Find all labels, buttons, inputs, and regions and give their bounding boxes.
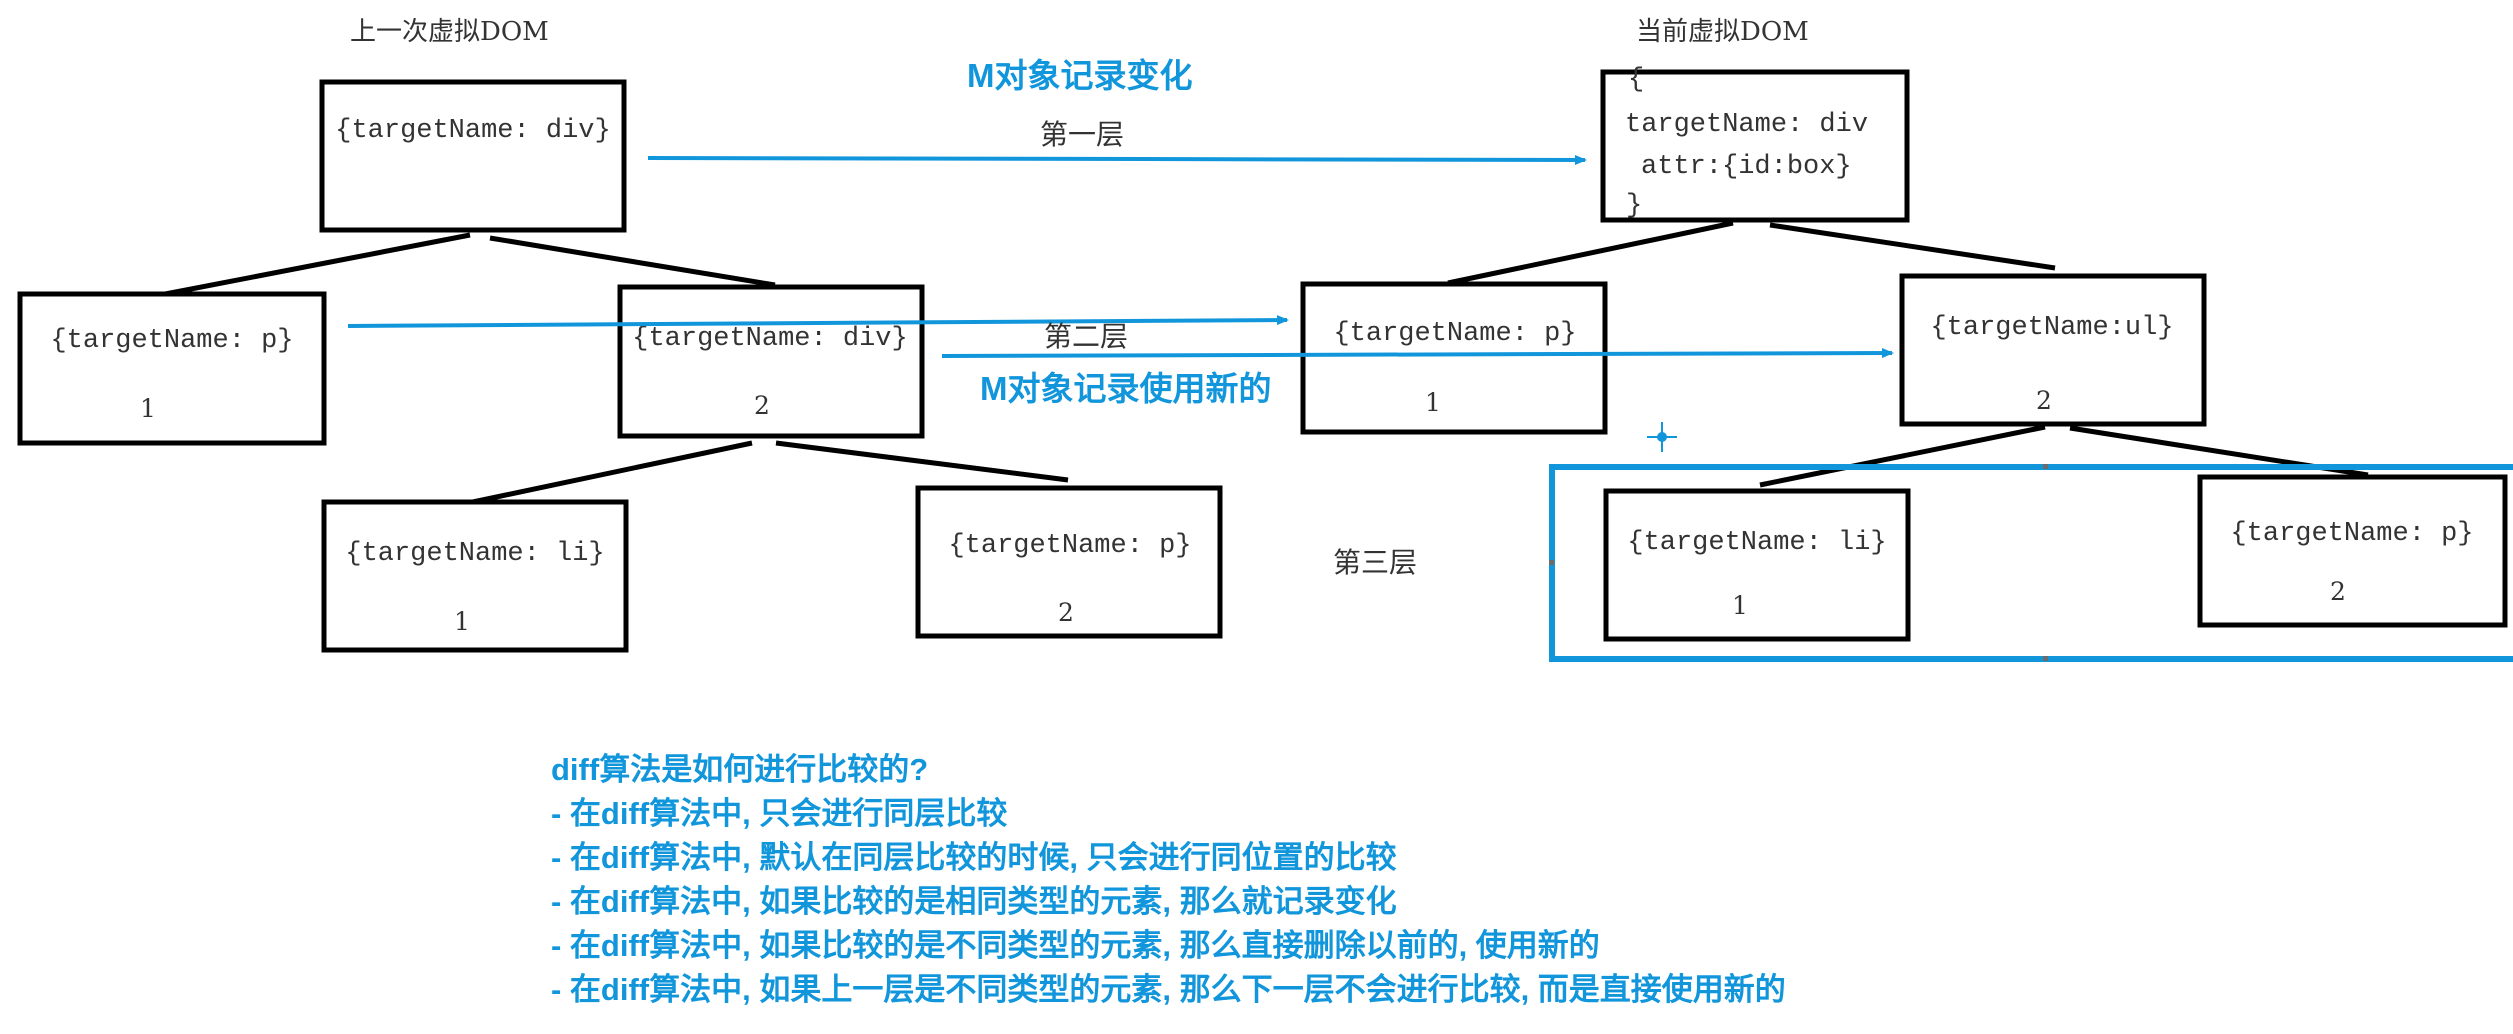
old-right-child-num: 2: [1058, 598, 1074, 627]
layer-3-label: 第三层: [1333, 546, 1417, 579]
old-tree-title: 上一次虚拟DOM: [350, 17, 549, 47]
old-right-label: {targetName: div}: [632, 324, 907, 354]
old-left-child-label: {targetName: li}: [345, 539, 604, 569]
old-right-child-label: {targetName: p}: [948, 531, 1191, 561]
new-right-child-label: {targetName: p}: [2230, 519, 2473, 549]
arrow-layer-2-right: [941, 348, 1894, 359]
new-edge-right-left: [1759, 424, 2046, 488]
new-left-child-node: {targetName: li} 1: [1603, 488, 1911, 642]
old-edge-root-left: [159, 232, 471, 298]
note-item: - 在diff算法中, 如果比较的是不同类型的元素, 那么直接删除以前的, 使用…: [551, 928, 1600, 963]
new-root-line-2: targetName: div: [1625, 110, 1868, 140]
note-item: - 在diff算法中, 只会进行同层比较: [551, 796, 1008, 831]
layer-2-label: 第二层: [1044, 320, 1128, 353]
new-left-child-num: 1: [1732, 591, 1748, 620]
new-root-line-4: }: [1626, 191, 1642, 221]
layer-1-label: 第一层: [1040, 118, 1124, 151]
notes-heading: diff算法是如何进行比较的?: [551, 752, 929, 787]
new-right-child-num: 2: [2330, 577, 2346, 606]
new-root-node: { targetName: div attr:{id:box} }: [1600, 65, 1910, 223]
crosshair-icon: [1647, 422, 1677, 452]
old-left-label: {targetName: p}: [50, 326, 293, 356]
old-edge-right-right: [775, 440, 1069, 483]
record-change-annotation: M对象记录变化: [967, 57, 1193, 94]
old-right-num: 2: [754, 391, 770, 420]
highlight-handle-left: [1549, 560, 1554, 565]
new-left-label: {targetName: p}: [1333, 319, 1576, 349]
old-right-node: {targetName: div} 2: [617, 284, 925, 439]
note-item: - 在diff算法中, 如果上一层是不同类型的元素, 那么下一层不会进行比较, …: [551, 972, 1786, 1007]
old-root-label: {targetName: div}: [335, 116, 610, 146]
new-left-child-label: {targetName: li}: [1627, 528, 1886, 558]
new-root-line-3: attr:{id:box}: [1641, 152, 1852, 182]
old-left-child-num: 1: [454, 607, 470, 636]
note-item: - 在diff算法中, 如果比较的是相同类型的元素, 那么就记录变化: [551, 884, 1397, 919]
old-left-child-node: {targetName: li} 1: [321, 499, 629, 653]
highlight-handle-top: [2043, 464, 2048, 469]
new-edge-root-left: [1447, 220, 1734, 286]
new-left-num: 1: [1425, 388, 1441, 417]
arrow-layer-1: [647, 154, 1587, 165]
old-root-node: {targetName: div}: [319, 79, 627, 233]
new-root-line-1: {: [1628, 65, 1644, 95]
use-new-annotation: M对象记录使用新的: [980, 370, 1272, 407]
note-item: - 在diff算法中, 默认在同层比较的时候, 只会进行同位置的比较: [551, 840, 1397, 875]
old-edge-root-right: [489, 235, 776, 288]
new-edge-root-right: [1769, 222, 2056, 271]
new-right-label: {targetName:ul}: [1930, 313, 2173, 343]
old-right-child-node: {targetName: p} 2: [915, 485, 1223, 639]
old-edge-right-left: [467, 440, 753, 506]
new-right-node: {targetName:ul} 2: [1899, 273, 2207, 427]
new-right-child-node: {targetName: p} 2: [2197, 474, 2508, 628]
new-tree-title: 当前虚拟DOM: [1636, 17, 1809, 47]
new-left-node: {targetName: p} 1: [1300, 281, 1608, 435]
highlight-handle-bottom: [2043, 656, 2048, 661]
new-right-num: 2: [2036, 386, 2052, 415]
old-left-num: 1: [140, 394, 156, 423]
arrow-layer-2-left: [347, 315, 1289, 328]
diff-notes: diff算法是如何进行比较的? - 在diff算法中, 只会进行同层比较 - 在…: [551, 748, 2451, 1012]
old-left-node: {targetName: p} 1: [17, 291, 327, 446]
